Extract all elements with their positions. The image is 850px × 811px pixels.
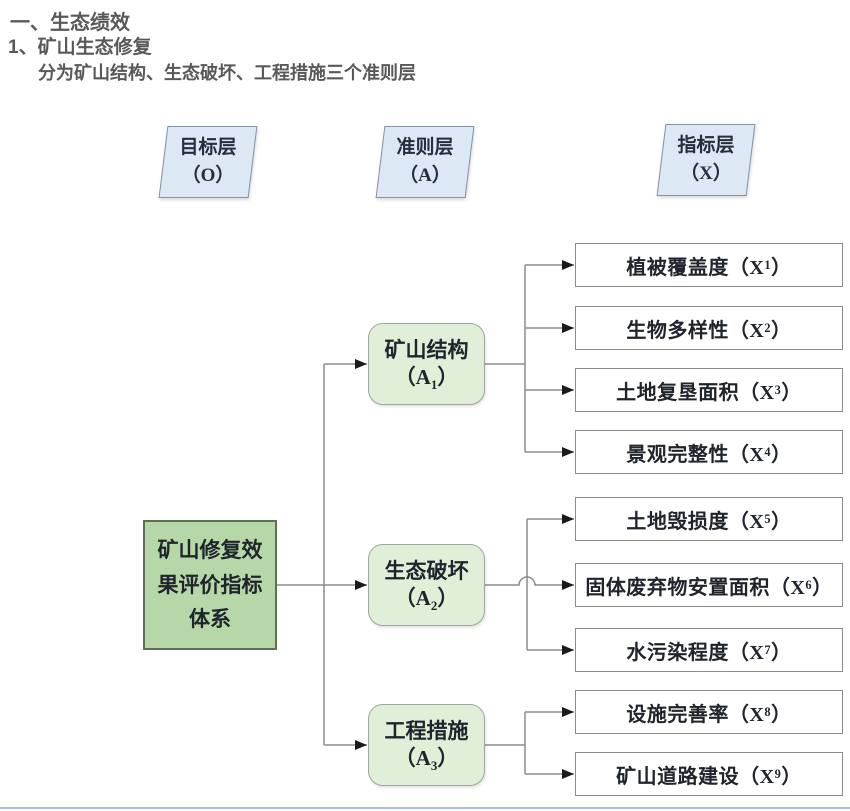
- criteria-code: （A2）: [394, 586, 459, 614]
- criteria-box-a2: 生态破坏 （A2）: [368, 544, 485, 626]
- layer-tag-criteria: 准则层 （A）: [375, 126, 475, 198]
- criteria-label: 工程措施: [384, 718, 469, 743]
- layer-title: 指标层: [677, 135, 735, 157]
- root-label: 矿山修复效果评价指标体系: [157, 538, 263, 632]
- layer-code: （A）: [399, 165, 451, 186]
- criteria-label: 生态破坏: [384, 558, 469, 583]
- root-box: 矿山修复效果评价指标体系: [143, 520, 277, 650]
- criteria-box-a1: 矿山结构 （A1）: [368, 323, 485, 405]
- bottom-divider: [0, 807, 850, 809]
- criteria-code: （A3）: [394, 746, 459, 774]
- layer-title: 准则层: [396, 137, 454, 159]
- sub-heading: 1、矿山生态修复: [8, 37, 152, 58]
- section-heading: 一、生态绩效: [10, 12, 130, 34]
- layer-code: （X）: [680, 163, 732, 184]
- criteria-box-a3: 工程措施 （A3）: [368, 704, 485, 786]
- description-text: 分为矿山结构、生态破坏、工程措施三个准则层: [38, 63, 416, 83]
- layer-tag-goal: 目标层 （O）: [158, 126, 258, 198]
- criteria-code: （A1）: [394, 365, 459, 393]
- layer-tag-indicator: 指标层 （X）: [656, 124, 756, 196]
- layer-code: （O）: [181, 165, 235, 186]
- layer-title: 目标层: [179, 137, 237, 159]
- criteria-label: 矿山结构: [384, 337, 469, 362]
